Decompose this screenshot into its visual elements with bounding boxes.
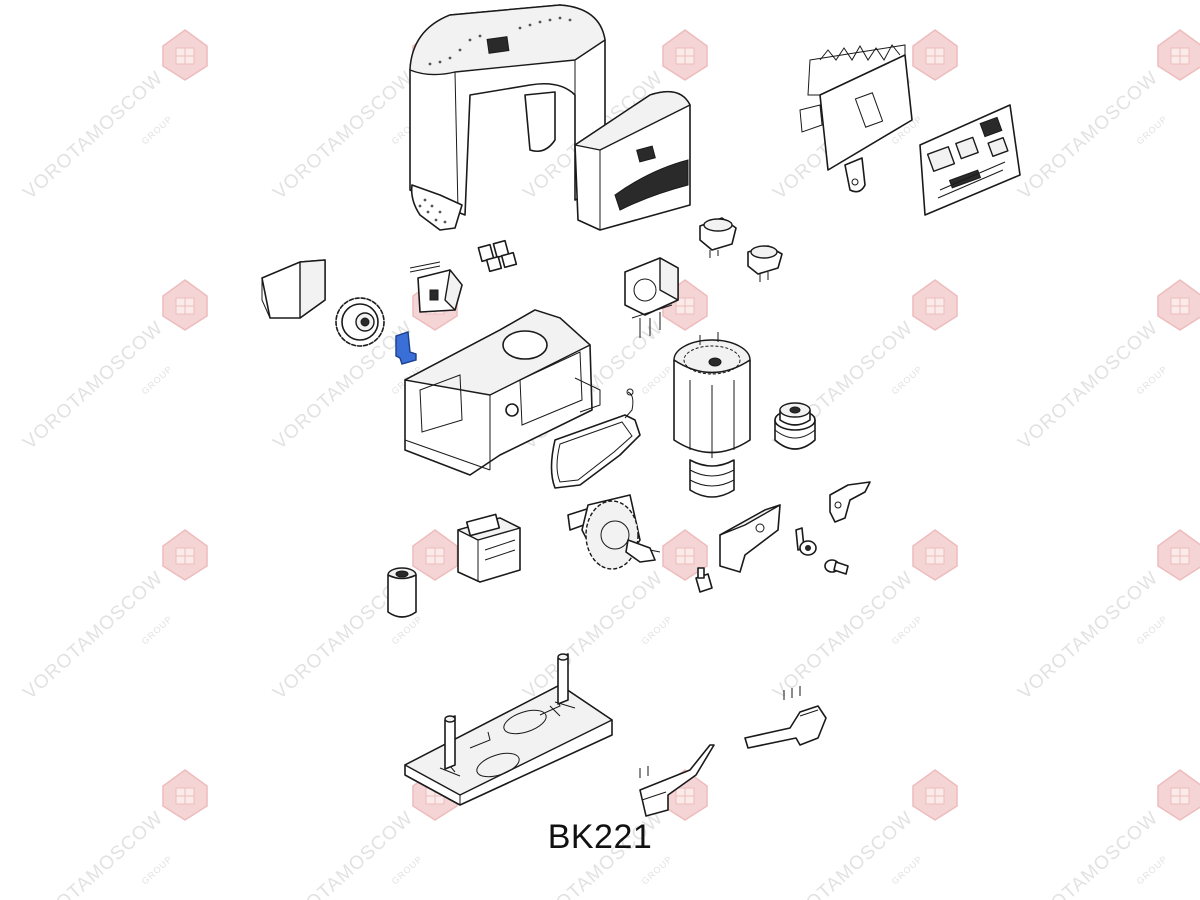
svg-text:GROUP: GROUP — [140, 854, 175, 887]
svg-text:GROUP: GROUP — [890, 364, 925, 397]
part-limit-cam-right[interactable] — [744, 686, 827, 749]
part-limit-switch-2[interactable] — [747, 245, 783, 282]
part-drive-gear[interactable] — [335, 297, 385, 347]
svg-text:GROUP: GROUP — [890, 614, 925, 647]
svg-text:GROUP: GROUP — [1135, 364, 1170, 397]
part-motor-stator[interactable] — [673, 332, 751, 498]
svg-text:GROUP: GROUP — [640, 614, 675, 647]
part-key[interactable] — [824, 559, 849, 575]
part-cable-gland[interactable] — [409, 261, 463, 313]
part-encoder-fan[interactable] — [624, 257, 679, 338]
part-transformer[interactable] — [457, 513, 521, 583]
svg-text:GROUP: GROUP — [140, 114, 175, 147]
svg-text:GROUP: GROUP — [140, 364, 175, 397]
svg-text:GROUP: GROUP — [390, 854, 425, 887]
part-limit-cam-left[interactable] — [639, 744, 715, 817]
part-limit-switch-1[interactable] — [699, 217, 737, 258]
part-terminal-connectors[interactable] — [477, 239, 518, 273]
highlighted-clip-shape — [395, 331, 417, 365]
svg-text:GROUP: GROUP — [890, 854, 925, 887]
part-front-cover[interactable] — [574, 90, 691, 231]
part-motor-pulley[interactable] — [774, 402, 816, 450]
svg-text:GROUP: GROUP — [1135, 114, 1170, 147]
svg-text:GROUP: GROUP — [1135, 854, 1170, 887]
svg-text:GROUP: GROUP — [390, 614, 425, 647]
svg-text:GROUP: GROUP — [640, 364, 675, 397]
svg-text:GROUP: GROUP — [1135, 614, 1170, 647]
part-side-cap[interactable] — [261, 259, 326, 319]
vent-dots — [418, 16, 572, 224]
part-worm-shaft[interactable] — [567, 494, 661, 570]
svg-text:GROUP: GROUP — [140, 614, 175, 647]
part-lock-cylinder[interactable] — [795, 527, 817, 556]
svg-text:GROUP: GROUP — [640, 854, 675, 887]
part-release-lever[interactable] — [829, 481, 871, 523]
part-gearbox-housing[interactable] — [404, 309, 601, 476]
part-capacitor[interactable] — [387, 567, 417, 618]
part-control-board[interactable] — [919, 104, 1021, 216]
part-highlighted-clip[interactable] — [395, 331, 417, 365]
part-gasket[interactable] — [550, 388, 641, 489]
part-small-connector[interactable] — [695, 567, 713, 593]
part-cover-housing[interactable] — [409, 4, 606, 231]
part-lever-cover[interactable] — [719, 504, 781, 573]
model-label: BK221 — [547, 818, 653, 856]
part-mounting-bracket[interactable] — [799, 44, 913, 193]
part-foundation-plate[interactable] — [404, 653, 613, 806]
